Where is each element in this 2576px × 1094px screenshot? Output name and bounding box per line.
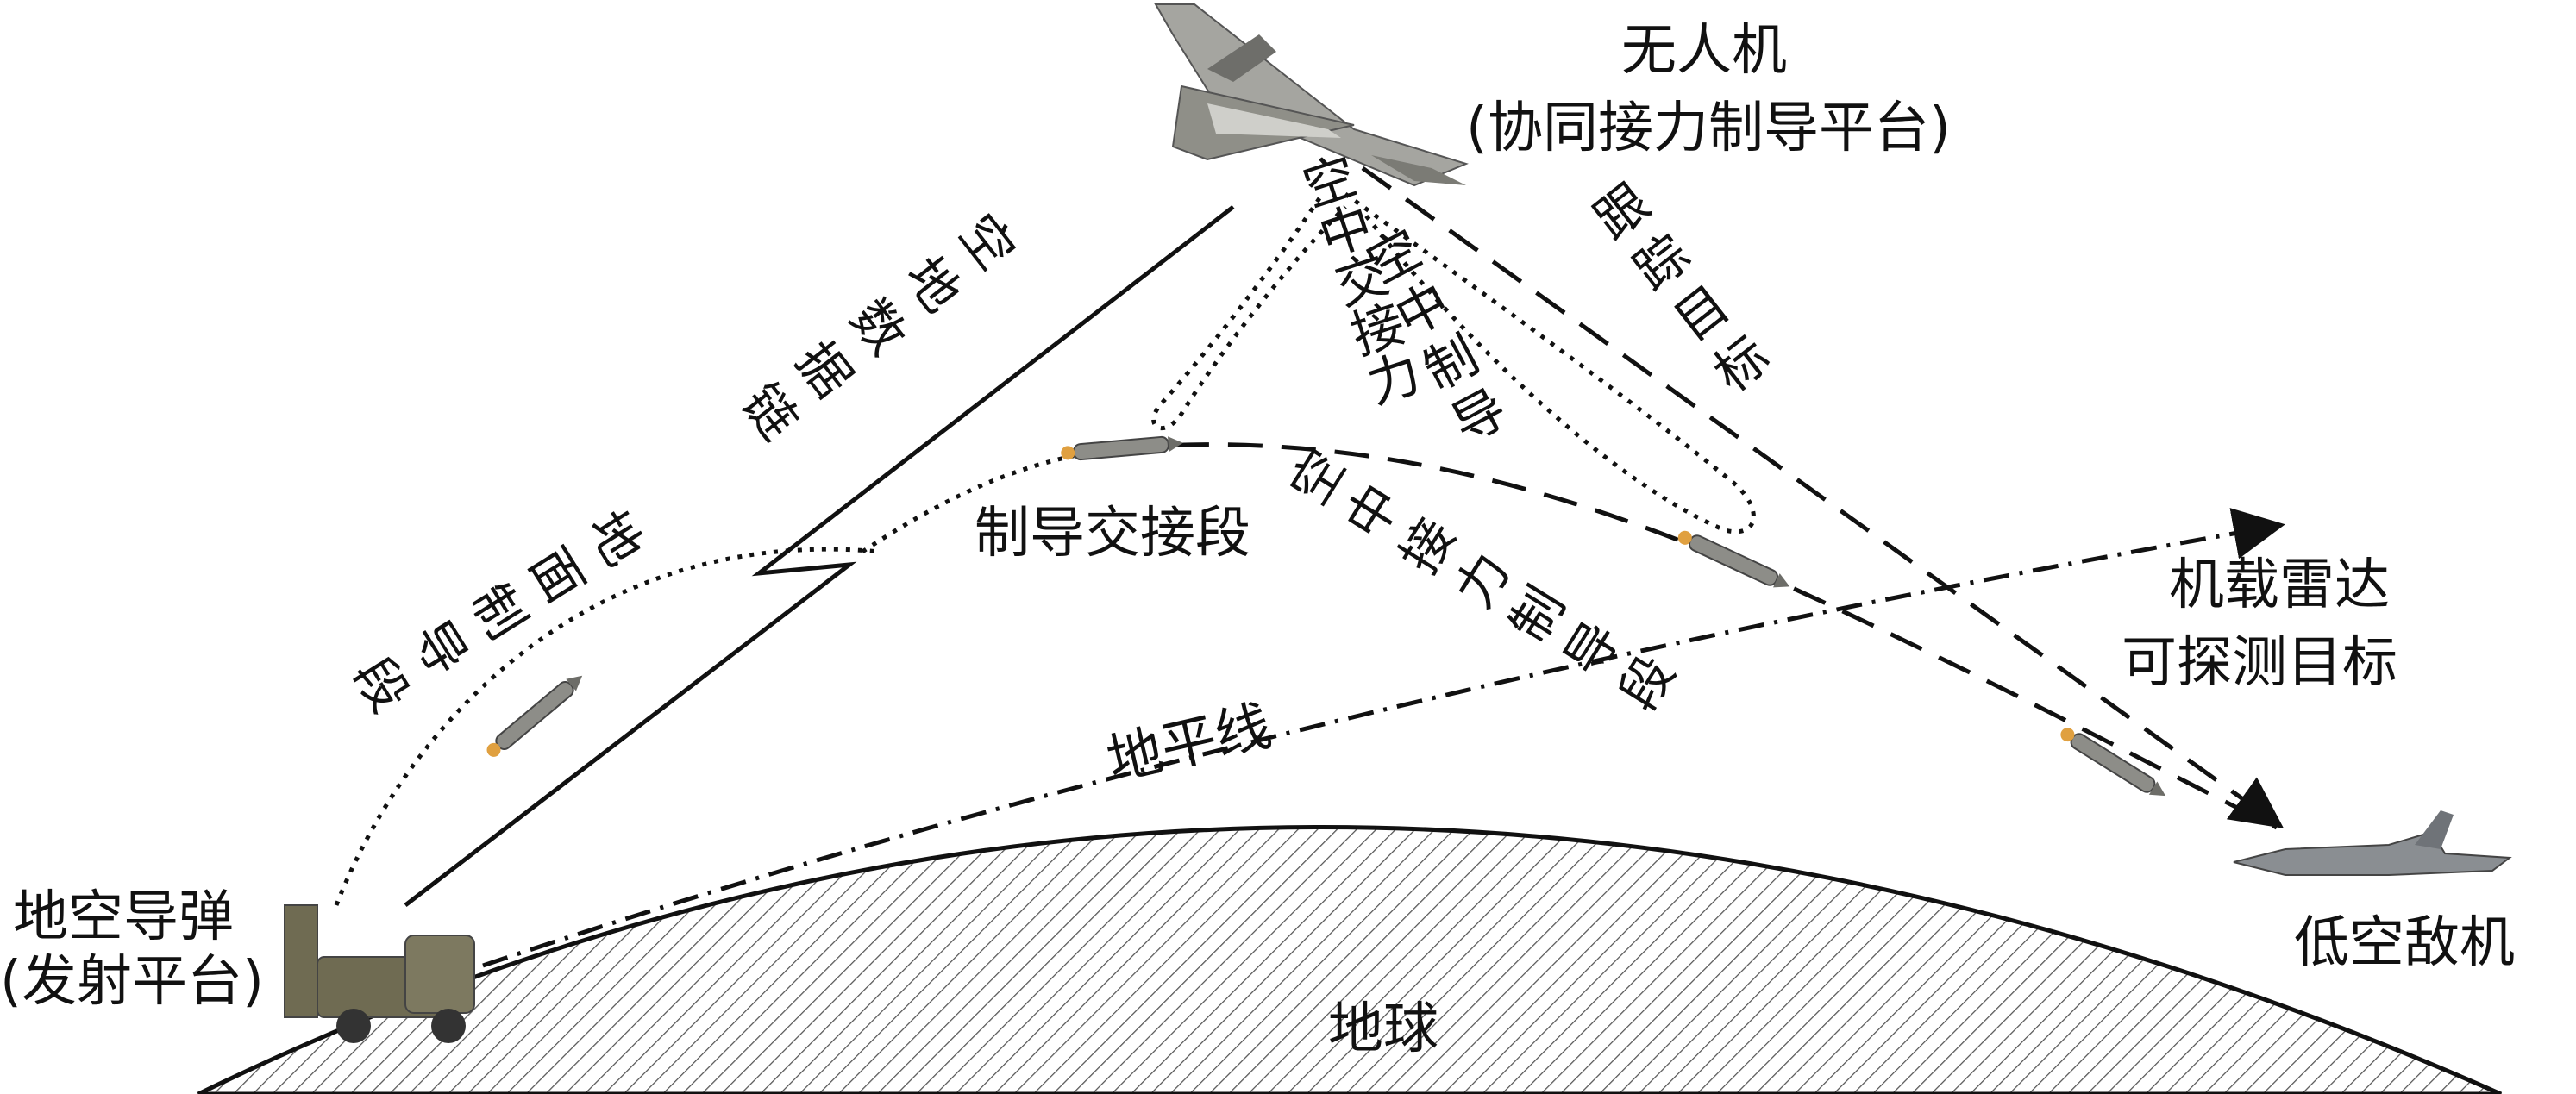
track-target-line <box>1361 166 2285 828</box>
enemy-label: 低空敌机 <box>2294 911 2515 975</box>
handover-segment-label: 制导交接段 <box>975 502 1250 566</box>
svg-text:段: 段 <box>342 647 420 722</box>
air-ground-datalink-label: 空 地 数 据 链 <box>730 203 1026 451</box>
svg-text:导: 导 <box>400 610 479 686</box>
fighter-jet-icon <box>2233 810 2512 876</box>
air-relay-guidance-segment-label: 空 中 接 力 制 导 段 <box>1279 440 1687 721</box>
earth-label: 地球 <box>1328 997 1438 1061</box>
track-target-label: 跟 踪 目 标 <box>1583 172 1781 404</box>
missile-icon <box>486 675 583 757</box>
missile-icon <box>2060 728 2166 797</box>
svg-text:面: 面 <box>517 537 595 613</box>
missile-launcher-truck-icon <box>284 904 475 1043</box>
svg-text:链: 链 <box>730 373 809 451</box>
radar-label-line1: 机载雷达 <box>2169 553 2390 617</box>
svg-text:制: 制 <box>459 574 537 650</box>
air-ground-datalink-line <box>404 205 1235 907</box>
svg-text:地: 地 <box>575 501 654 577</box>
uav-drone-icon <box>1154 3 1469 187</box>
ground-guidance-segment-label: 地 面 制 导 段 <box>342 501 655 723</box>
ground-guidance-path <box>334 547 881 906</box>
launcher-title-label: 地空导弹 <box>13 885 234 949</box>
radar-label-line2: 可探测目标 <box>2122 631 2397 695</box>
air-handover-loop <box>1151 197 1347 431</box>
uav-title-label: 无人机 <box>1621 19 1787 83</box>
missile-icon <box>1677 530 1790 588</box>
horizon-line <box>482 508 2285 968</box>
missile-icon <box>1061 435 1183 461</box>
handover-trajectory-dotted <box>861 446 1122 554</box>
air-relay-guidance-trajectory <box>1120 442 2278 830</box>
earth-surface <box>197 825 2503 1094</box>
horizon-label: 地平线 <box>1101 694 1277 793</box>
launcher-subtitle-label: (发射平台) <box>0 950 264 1014</box>
uav-subtitle-label: (协同接力制导平台) <box>1466 97 1951 160</box>
